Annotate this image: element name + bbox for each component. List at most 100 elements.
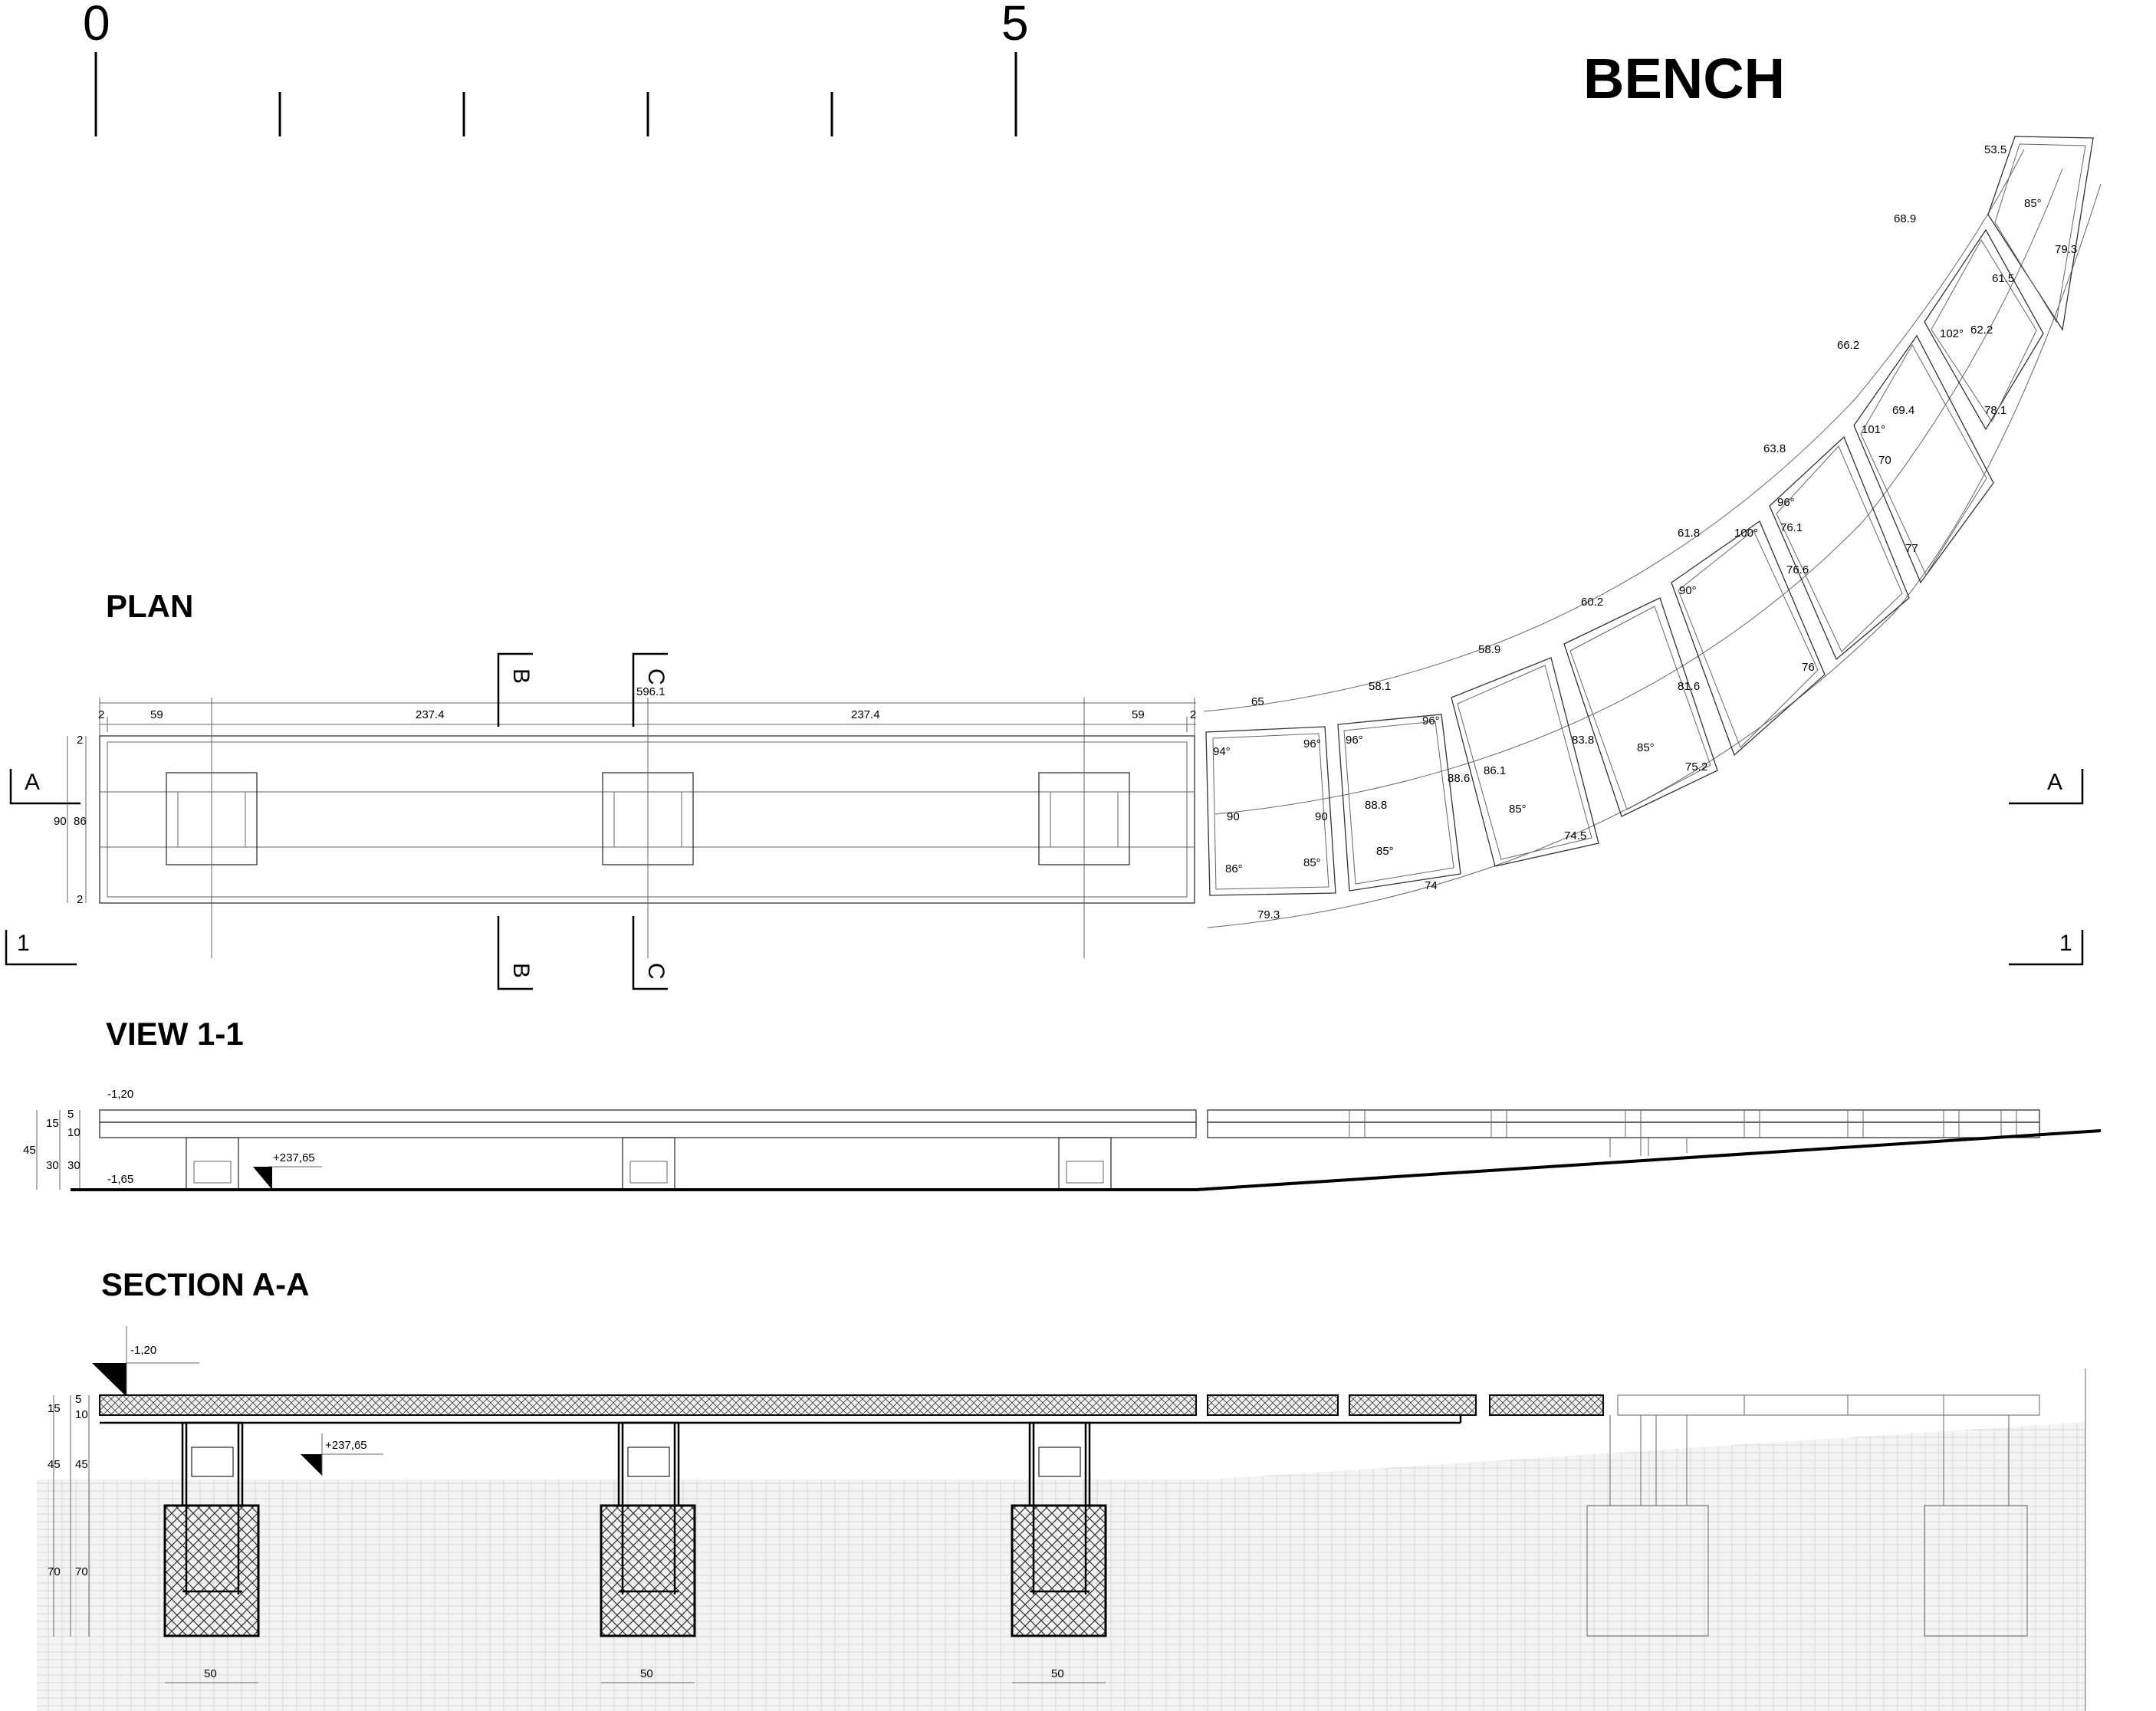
plan-straight-bench: 596.1 2 59 237.4 237.4 59 2 90 86 2 2 [54, 685, 1196, 958]
plan-overall-dim: 596.1 [636, 685, 666, 698]
angle-12: 101° [1862, 423, 1885, 436]
module-dim-10: 69.4 [1892, 404, 1914, 417]
view-dim-5: 5 [67, 1108, 74, 1121]
section-level: +237,65 [325, 1439, 367, 1452]
drawing-title: BENCH [1583, 47, 1785, 110]
module-dim-0: 90 [1227, 810, 1240, 823]
section-dim-45b: 45 [75, 1458, 88, 1471]
section-dim-70b: 70 [75, 1565, 88, 1578]
section-markers: A A 1 1 B B C C [5, 652, 2084, 990]
support-2: 50 [600, 1421, 696, 1683]
section-mark-a-right: A [2047, 770, 2062, 795]
footing-dim-1: 50 [204, 1667, 217, 1680]
angle-4: 96° [1346, 734, 1363, 747]
curve-outer-dim-3: 60.2 [1581, 596, 1603, 609]
curve-outer-dim-4: 61.8 [1678, 527, 1700, 540]
view-level: +237,65 [273, 1151, 315, 1164]
scale-label-0: 0 [83, 0, 110, 51]
scale-bar: 0 5 [83, 0, 1029, 136]
view-dim-45: 45 [23, 1144, 36, 1157]
module-dim-12: 61.5 [1992, 272, 2014, 285]
section-mark-b-top: B [508, 668, 534, 684]
curve-inner-dim-4: 76 [1802, 661, 1815, 674]
curve-inner-dim-6: 78.1 [1984, 404, 2006, 417]
module-dim-9: 70 [1878, 454, 1891, 467]
curve-inner-dim-7: 79.3 [2055, 243, 2077, 256]
section-a-a: -1,20 +237,65 15 5 10 45 45 70 70 [37, 1326, 2086, 1711]
angle-13: 102° [1940, 327, 1964, 340]
curve-inner-dim-3: 75.2 [1685, 760, 1707, 773]
curve-outer-dim-6: 66.2 [1837, 339, 1859, 352]
angle-3: 85° [1303, 856, 1321, 869]
view-elev-top: -1,20 [107, 1088, 133, 1101]
angle-14: 85° [2024, 197, 2042, 210]
section-dim-70: 70 [48, 1565, 61, 1578]
plan-title: PLAN [106, 588, 193, 624]
curve-inner-dim-5: 77 [1905, 542, 1918, 555]
view-mark-1-right: 1 [2059, 931, 2072, 956]
module-dim-7: 76.6 [1786, 563, 1809, 576]
angle-8: 85° [1637, 741, 1655, 754]
angle-6: 96° [1422, 714, 1440, 727]
plan-seg-5: 2 [1190, 708, 1196, 721]
support-1: 50 [163, 1421, 260, 1683]
curve-outer-dim-1: 58.1 [1369, 680, 1391, 693]
curve-outer-dim-7: 68.9 [1894, 212, 1916, 225]
curve-inner-dim-1: 74 [1425, 879, 1438, 892]
module-dim-6: 81.6 [1678, 680, 1700, 693]
footing-dim-2: 50 [640, 1667, 653, 1680]
plan-seg-3: 237.4 [851, 708, 880, 721]
view-mark-1-left: 1 [17, 931, 30, 956]
section-mark-a-left: A [25, 770, 40, 795]
plan-seg-2: 237.4 [416, 708, 445, 721]
scale-label-5: 5 [1001, 0, 1029, 51]
section-elev-top: -1,20 [130, 1344, 156, 1357]
curve-outer-dim-8: 53.5 [1984, 143, 2006, 156]
curve-outer-dim-5: 63.8 [1763, 442, 1786, 455]
module-dim-4: 86.1 [1484, 764, 1506, 777]
module-dim-3: 88.6 [1448, 772, 1470, 785]
view-dim-15: 15 [46, 1117, 59, 1130]
plan-seg-1: 59 [150, 708, 163, 721]
angle-5: 85° [1376, 845, 1394, 858]
support-3: 50 [1011, 1421, 1107, 1683]
curve-inner-dim-2: 74.5 [1564, 829, 1586, 842]
plan-side-dim-2b: 2 [77, 893, 83, 906]
section-dim-45: 45 [48, 1458, 61, 1471]
module-dim-11: 62.2 [1970, 323, 1993, 337]
module-dim-8: 76.1 [1780, 521, 1803, 534]
plan-seg-0: 2 [98, 708, 104, 721]
section-dim-15: 15 [48, 1402, 61, 1415]
angle-1: 96° [1303, 737, 1321, 750]
angle-11: 96° [1777, 496, 1795, 509]
curve-outer-dim-0: 65 [1251, 695, 1264, 708]
view-dim-30b: 30 [67, 1159, 81, 1172]
section-dim-10: 10 [75, 1408, 88, 1421]
view-title: VIEW 1-1 [106, 1016, 244, 1052]
view-dim-10: 10 [67, 1126, 81, 1139]
module-dim-2: 88.8 [1365, 799, 1387, 812]
angle-2: 86° [1225, 862, 1243, 875]
view-1-1: -1,20 -1,65 +237,65 45 15 30 5 10 30 [23, 1088, 2102, 1191]
section-dim-5: 5 [75, 1393, 81, 1406]
view-elev-bottom: -1,65 [107, 1173, 133, 1186]
plan-curved-bench: 65 58.1 58.9 60.2 61.8 63.8 66.2 68.9 53… [1203, 136, 2102, 928]
curve-outer-dim-2: 58.9 [1478, 643, 1500, 656]
plan-side-dim-2a: 2 [77, 734, 83, 747]
section-mark-c-top: C [643, 668, 669, 685]
angle-10: 100° [1734, 527, 1758, 540]
plan-side-dim-90: 90 [54, 815, 67, 828]
section-mark-c-bottom: C [643, 963, 669, 980]
section-mark-b-bottom: B [508, 963, 534, 978]
curve-inner-dim-0: 79.3 [1257, 908, 1280, 921]
plan-side-dim-86: 86 [74, 815, 87, 828]
angle-9: 90° [1679, 584, 1697, 597]
view-dim-30: 30 [46, 1159, 59, 1172]
section-title: SECTION A-A [101, 1266, 309, 1302]
module-dim-1: 90 [1315, 810, 1328, 823]
plan-seg-4: 59 [1132, 708, 1145, 721]
footing-dim-3: 50 [1051, 1667, 1064, 1680]
module-dim-5: 83.8 [1572, 734, 1594, 747]
angle-7: 85° [1509, 803, 1527, 816]
